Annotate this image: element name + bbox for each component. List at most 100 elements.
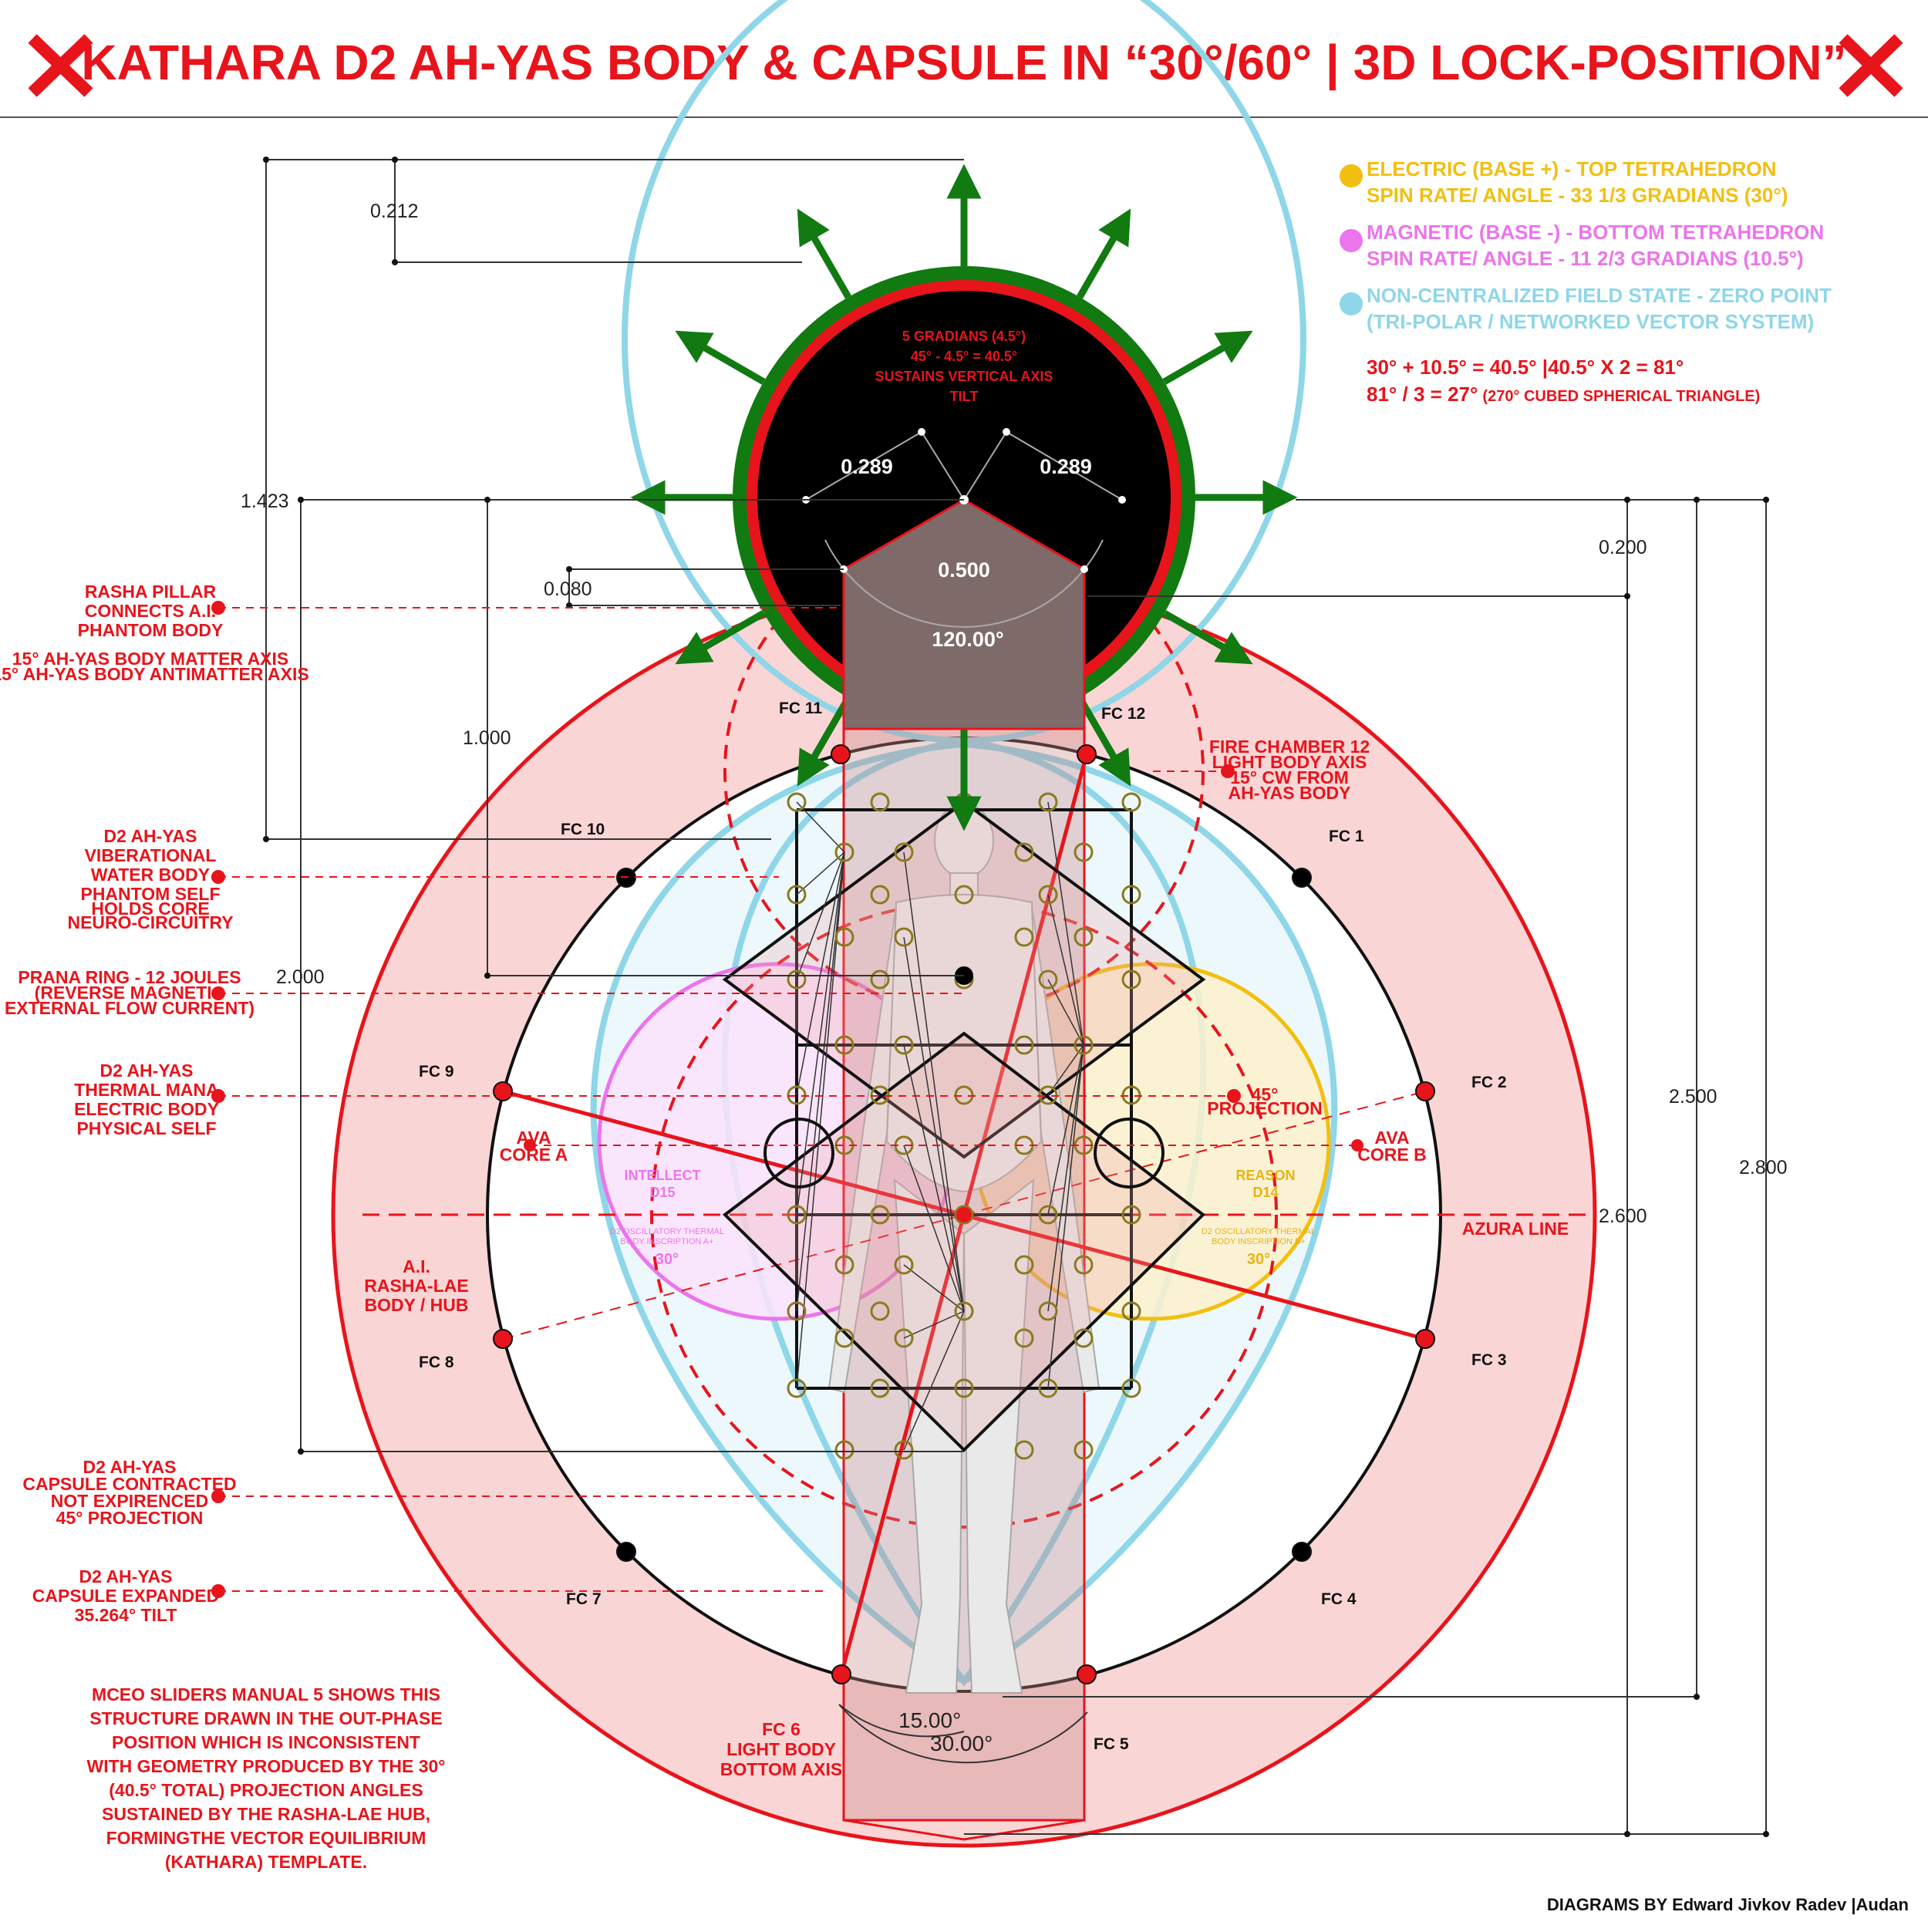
ai-hub-note: RASHA-LAE [364,1276,468,1296]
formula-line: 30° + 10.5° = 40.5° |40.5° X 2 = 81° [1367,356,1684,379]
fire-chamber-node [831,1664,851,1684]
contracted-note: NOT EXPIRENCED [51,1491,208,1511]
grid-strut [1047,979,1084,1046]
grid-strut [903,936,965,1312]
water-body-note: D2 AH-YAS [104,826,197,846]
inscription-a-label: D2 OSCILLATORY THERMAL [610,1227,724,1236]
contracted-note: CAPSULE CONTRACTED [22,1474,236,1494]
rasha-sub-note: 15° AH-YAS BODY ANTIMATTER AXIS [0,664,309,684]
fire-chamber-node [831,744,851,764]
grid-node [870,1378,890,1398]
grid-node [834,1440,854,1460]
grid-node [1074,1255,1094,1275]
dim-1000: 1.000 [463,727,511,749]
close-icon[interactable] [28,34,93,97]
fire-chamber-12-note: AH-YAS BODY [1229,783,1351,803]
rasha-pillar-note: PHANTOM BODY [78,620,224,640]
arrow-icon [1077,696,1131,787]
mceo-note: MCEO SLIDERS MANUAL 5 SHOWS THIS [92,1684,440,1704]
grid-node [954,1378,974,1398]
grid-node [894,1328,914,1348]
water-sub-note: NEURO-CIRCUITRY [67,912,233,932]
dimension-ticks [263,157,1769,1837]
grid-node [1038,1378,1058,1398]
dimension-lines [265,159,1767,1835]
contracted-note: D2 AH-YAS [83,1457,177,1477]
grid-node [1014,842,1034,862]
inscription-b-label: BODY INSCRIPTION B+ [1212,1237,1306,1246]
grid-node [1121,792,1141,812]
head-text-line: TILT [950,389,979,404]
grid-node [894,927,914,947]
ava-core-a-label: CORE A [500,1145,568,1165]
grid-node [894,1035,914,1055]
legend-line: ELECTRIC (BASE +) - TOP TETRAHEDRON [1367,157,1776,180]
fire-chamber-node [616,1542,636,1562]
grid-strut [1047,801,1084,1046]
fc-7-label: FC 7 [566,1590,602,1608]
dim-0289-left: 0.289 [841,455,893,478]
dim-2000: 2.000 [276,966,325,988]
arrow-icon [797,696,851,787]
arrow-icon [675,610,766,665]
fire-chamber-node [1415,1081,1435,1101]
ava-core-a-label: AVA [516,1128,551,1148]
head-geometry [802,428,1126,730]
ava-core-b-icon [1094,1118,1165,1189]
bottom-annotations: FC 6 LIGHT BODY BOTTOM AXIS MCEO SLIDERS… [87,1684,843,1872]
grid-strut [903,851,965,1312]
fire-chamber-node [1292,868,1312,888]
grid-node [1014,1255,1034,1275]
rasha-pillar-note: RASHA PILLAR [85,582,217,602]
fire-chamber-node [1415,1329,1435,1349]
fc-2-label: FC 2 [1471,1074,1507,1091]
grid-strut [1047,1044,1084,1312]
thermal-note: THERMAL MANA [74,1080,218,1100]
legend-dot [1340,164,1363,187]
grid-strut [1047,1044,1084,1096]
grid-strut [903,1264,965,1312]
kathara-grid [722,800,1206,1452]
close-icon[interactable] [1839,34,1903,97]
angle-15: 15.00° [898,1708,961,1732]
dim-0200: 0.200 [1599,537,1647,558]
grid-strut [1047,1044,1084,1216]
prana-ring-note: (REVERSE MAGNETIC [35,983,225,1003]
thermal-note: PHYSICAL SELF [76,1118,216,1138]
water-body-note: VIBERATIONAL [85,845,217,865]
water-body-note: PHANTOM SELF [80,884,220,904]
arrow-icon [1077,208,1131,299]
dim-0500: 0.500 [938,558,990,582]
grid-node [1074,1440,1094,1460]
grid-node [1074,927,1094,947]
grid-node [1121,1205,1141,1225]
grid-node [1074,1035,1094,1055]
grid-node [1074,842,1094,862]
rasha-sub-note: 15° AH-YAS BODY MATTER AXIS [12,649,289,669]
grid-node [834,842,854,862]
fc-11-label: FC 11 [779,700,822,717]
arrow-icon [1162,330,1253,385]
head-text: 5 GRADIANS (4.5°) 45° - 4.5° = 40.5° SUS… [875,329,1053,404]
formula-part: (270° CUBED SPHERICAL TRIANGLE) [1482,388,1760,405]
left-annotations: RASHA PILLAR CONNECTS A.I. PHANTOM BODY … [0,582,469,1625]
head-text-line: SUSTAINS VERTICAL AXIS [875,369,1053,384]
angle-30: 30.00° [930,1731,993,1755]
grid-strut [903,1044,965,1312]
fc-6-label: LIGHT BODY [726,1739,836,1759]
mceo-note: WITH GEOMETRY PRODUCED BY THE 30° [87,1756,446,1776]
grid-node [954,1205,974,1225]
fire-chamber-node [493,1329,513,1349]
fire-chamber-node [493,1081,513,1101]
grid-node [834,1035,854,1055]
grid-node [954,1301,974,1321]
grid-node [1074,1328,1094,1348]
head-arrows [630,164,1298,831]
ava-core-a-icon [763,1118,834,1189]
arrow-icon [797,208,851,299]
grid-strut [796,851,845,1096]
angle-30-b: 30° [1247,1251,1270,1268]
grid-node [894,842,914,862]
